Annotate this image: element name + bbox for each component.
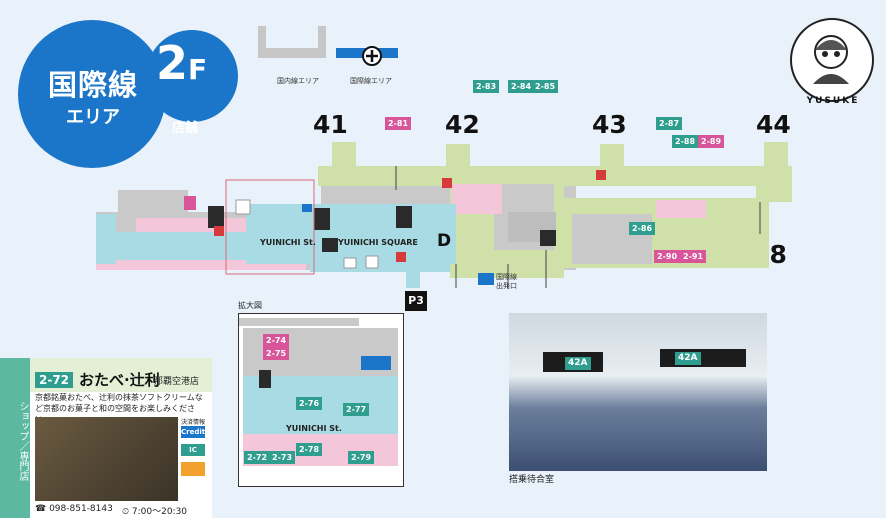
shop-tag-2-91[interactable]: 2-91 <box>680 250 707 263</box>
zone-d-label: D <box>437 231 452 251</box>
shop-tag-2-90[interactable]: 2-90 <box>654 250 681 263</box>
gate-41: 41 <box>313 110 348 139</box>
shop-location: 那覇空港店 <box>154 377 200 387</box>
shop-category: ショップ／専門店 <box>0 358 30 518</box>
logo-text: YUSUKE <box>806 96 860 106</box>
shop-tag-2-83[interactable]: 2-83 <box>473 80 500 93</box>
overview-map <box>258 26 398 66</box>
zoom-street-label: YUINICHI St. <box>286 424 342 433</box>
shop-tag-2-81[interactable]: 2-81 <box>385 117 412 130</box>
shop-tag-2-84[interactable]: 2-84 <box>508 80 535 93</box>
floor-badge <box>146 30 238 122</box>
floor-map <box>96 142 792 288</box>
area-badge <box>18 20 166 168</box>
shop-code: 2-72 <box>35 372 74 388</box>
square-label: YUINICHI SQUARE <box>338 238 418 247</box>
waiting-room-photo <box>509 313 767 471</box>
area-subtitle: エリア <box>66 107 120 128</box>
zoom-map-drawing <box>239 314 402 466</box>
gate-42: 42 <box>445 110 480 139</box>
mascot-icon <box>813 35 849 84</box>
street-label: YUINICHI St. <box>260 238 316 247</box>
shop-tag-2-86[interactable]: 2-86 <box>629 222 656 235</box>
pay-title: 決済情報 <box>181 419 206 426</box>
overview-domestic-label: 国内線エリア <box>277 77 319 85</box>
waiting-room-caption: 搭乗待合室 <box>509 475 555 485</box>
logo <box>790 18 874 102</box>
zoom-tag-2-77[interactable]: 2-77 <box>343 403 370 416</box>
zoom-tag-2-75[interactable]: 2-75 <box>263 347 290 360</box>
gate-44: 44 <box>756 110 791 139</box>
escalator-icon <box>540 230 556 246</box>
gate-sign-right <box>660 349 746 367</box>
intl-departure-label: 国際線 出発口 <box>496 273 517 290</box>
floor-number: 2F <box>156 36 208 90</box>
gate-sign-right-label: 42A <box>675 352 701 365</box>
shop-phone: ☎ 098-851-8143 <box>35 504 113 514</box>
parking-p3-label[interactable]: P3 <box>405 291 427 311</box>
zoom-tag-2-79[interactable]: 2-79 <box>348 451 375 464</box>
zoom-tag-2-73[interactable]: 2-73 <box>269 451 296 464</box>
zoom-title: 拡大図 <box>238 301 262 310</box>
zoom-tag-2-74[interactable]: 2-74 <box>263 334 290 347</box>
shop-name: おたべ·辻利 <box>79 371 160 389</box>
zoom-tag-2-72[interactable]: 2-72 <box>244 451 271 464</box>
zoom-tag-2-76[interactable]: 2-76 <box>296 397 323 410</box>
zoom-tag-2-78[interactable]: 2-78 <box>296 443 323 456</box>
area-title: 国際線 <box>47 68 138 102</box>
shop-hours: ⏲ 7:00〜20:30 <box>122 507 188 517</box>
pay-ic: IC <box>181 444 205 456</box>
section-label: 店舗 <box>172 121 199 136</box>
shop-tag-2-87[interactable]: 2-87 <box>656 117 683 130</box>
overview-international-label: 国際線エリア <box>350 77 392 85</box>
gate-sign-left-label: 42A <box>565 357 591 370</box>
shop-tag-2-88[interactable]: 2-88 <box>672 135 699 148</box>
gate-43: 43 <box>592 110 627 139</box>
shop-tag-2-85[interactable]: 2-85 <box>532 80 559 93</box>
pay-qr-icon <box>181 462 205 476</box>
shop-photo <box>35 417 178 501</box>
pay-credit: Credit <box>181 426 206 438</box>
shop-tag-2-89[interactable]: 2-89 <box>698 135 725 148</box>
departure-icon <box>478 273 494 285</box>
